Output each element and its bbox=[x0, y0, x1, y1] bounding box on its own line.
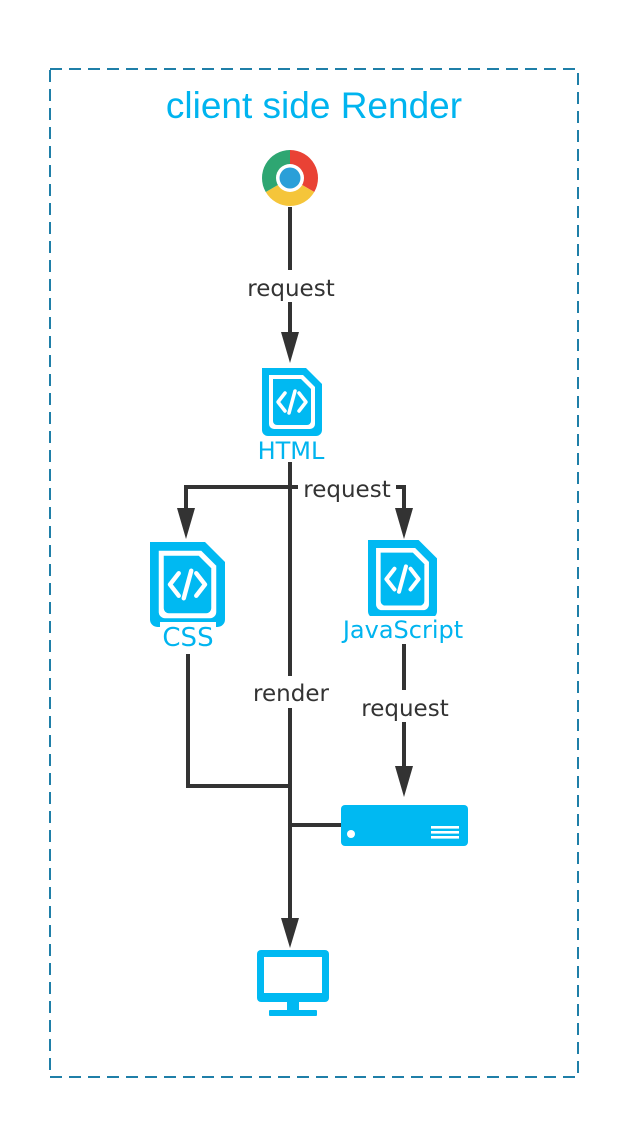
arrowhead-monitor bbox=[281, 918, 299, 948]
code-file-icon bbox=[262, 368, 322, 436]
monitor-icon bbox=[257, 950, 329, 1016]
server-icon bbox=[341, 805, 468, 846]
html-node: HTML bbox=[256, 368, 328, 465]
chrome-browser-icon bbox=[261, 150, 319, 207]
edge-label-render: render bbox=[253, 681, 329, 707]
arrowhead-css bbox=[177, 508, 195, 539]
code-file-icon bbox=[368, 540, 437, 619]
arrowhead-javascript bbox=[395, 508, 413, 539]
edge-label-request-3: request bbox=[361, 696, 448, 722]
arrowhead-server bbox=[395, 766, 413, 797]
css-node: CSS bbox=[150, 542, 225, 653]
edge-label-request-2: request bbox=[303, 477, 390, 503]
edge-label-request-1: request bbox=[247, 276, 334, 302]
html-label: HTML bbox=[258, 437, 325, 465]
code-file-icon bbox=[150, 542, 225, 627]
edge-css-to-render bbox=[186, 654, 290, 788]
arrowhead-html bbox=[281, 332, 299, 363]
diagram-title: client side Render bbox=[166, 85, 462, 126]
css-label: CSS bbox=[162, 623, 213, 653]
javascript-label: JavaScript bbox=[341, 616, 463, 644]
javascript-node: JavaScript bbox=[340, 540, 468, 644]
container-border bbox=[49, 68, 579, 1078]
